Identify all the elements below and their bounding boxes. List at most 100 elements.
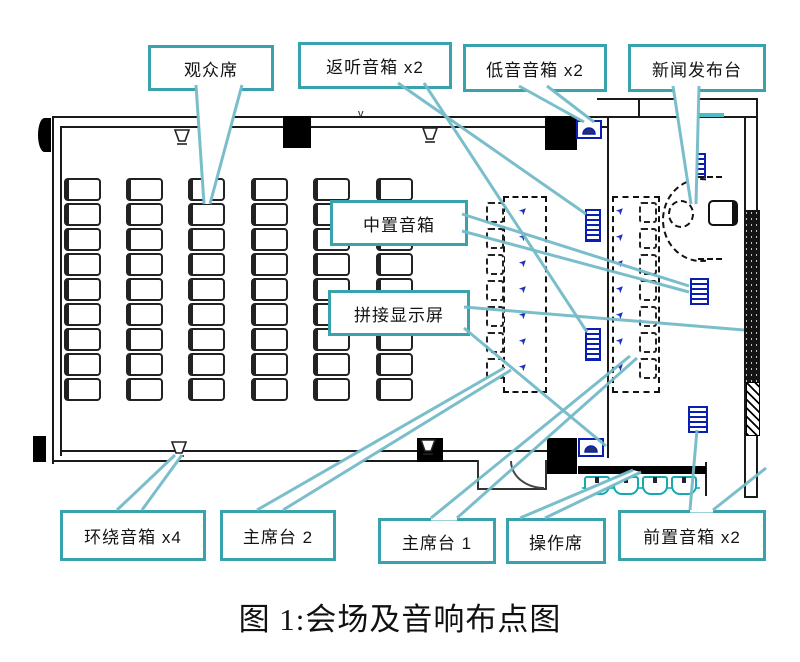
wall-segment — [52, 116, 54, 464]
press-desk-stub — [698, 248, 722, 260]
rostrum-chair — [639, 358, 657, 379]
audience-chair — [251, 228, 288, 251]
audience-chair — [126, 178, 163, 201]
operator-chair — [671, 476, 697, 495]
audience-chair — [313, 178, 350, 201]
audience-chair — [188, 178, 225, 201]
audience-chair — [251, 303, 288, 326]
operator-chair — [584, 476, 610, 495]
wall-speaker-icon — [690, 278, 709, 305]
wall-column — [545, 116, 577, 150]
leader-line-front-speakers — [712, 466, 767, 512]
audience-chair — [126, 228, 163, 251]
operator-chair — [613, 476, 639, 495]
tiled-display-wall — [744, 210, 760, 382]
callout-tiled-display: 拼接显示屏 — [328, 290, 470, 336]
audience-chair — [376, 378, 413, 401]
press-desk-chair — [708, 200, 738, 226]
rostrum-chair — [486, 306, 504, 327]
audience-chair — [251, 378, 288, 401]
surround-speaker-icon — [417, 438, 439, 458]
audience-chair — [64, 203, 101, 226]
audience-chair — [126, 253, 163, 276]
wall-tick-mark: v — [358, 108, 364, 120]
wall-segment — [60, 126, 62, 456]
audience-chair — [188, 253, 225, 276]
rostrum-chair — [639, 254, 657, 275]
rostrum-chair — [639, 332, 657, 353]
callout-audience-seats: 观众席 — [148, 45, 274, 91]
audience-chair — [251, 178, 288, 201]
audience-chair — [251, 253, 288, 276]
audience-chair — [376, 253, 413, 276]
wall-segment — [60, 450, 550, 452]
rostrum-chair — [639, 306, 657, 327]
audience-chair — [64, 328, 101, 351]
wall-column — [283, 116, 311, 148]
callout-monitor-speakers: 返听音箱 x2 — [298, 42, 452, 89]
audience-chair — [126, 203, 163, 226]
callout-surround-speakers: 环绕音箱 x4 — [60, 510, 206, 561]
rostrum-chair — [486, 254, 504, 275]
wall-segment — [597, 98, 758, 100]
audience-chair — [188, 378, 225, 401]
audience-chair — [376, 178, 413, 201]
audience-chair — [376, 353, 413, 376]
rostrum-chair — [639, 280, 657, 301]
wall-segment — [607, 116, 609, 458]
wall-speaker-icon — [687, 153, 706, 178]
wall-speaker-icon — [688, 406, 708, 433]
press-desk-stub — [698, 176, 722, 188]
audience-chair — [126, 378, 163, 401]
audience-chair — [251, 278, 288, 301]
rostrum-chair — [486, 332, 504, 353]
wall-corner-block — [38, 118, 51, 152]
operator-chair — [642, 476, 668, 495]
wall-segment — [744, 496, 758, 498]
rostrum-chair — [486, 202, 504, 223]
wall-segment — [744, 116, 746, 212]
audience-chair — [64, 228, 101, 251]
rostrum-chair — [486, 228, 504, 249]
audience-chair — [188, 353, 225, 376]
audience-chair — [188, 203, 225, 226]
press-desk-inner-arc — [668, 200, 694, 228]
teal-wall-segment — [694, 113, 724, 117]
callout-press-desk: 新闻发布台 — [628, 44, 766, 92]
surround-speaker-icon — [171, 128, 193, 148]
audience-chair — [313, 253, 350, 276]
audience-chair — [64, 303, 101, 326]
rostrum-chair — [486, 358, 504, 379]
audience-chair — [251, 328, 288, 351]
audience-chair — [188, 228, 225, 251]
surround-speaker-icon — [168, 440, 190, 460]
callout-rostrum-1: 主席台 1 — [378, 518, 496, 564]
wall-segment — [638, 98, 640, 118]
audience-chair — [251, 353, 288, 376]
audience-chair — [188, 278, 225, 301]
audience-chair — [64, 253, 101, 276]
audience-chair — [64, 278, 101, 301]
callout-front-speakers: 前置音箱 x2 — [618, 510, 766, 561]
hatched-wall — [746, 382, 760, 436]
audience-chair — [251, 203, 288, 226]
audience-chair — [188, 303, 225, 326]
wall-segment — [60, 126, 608, 128]
audience-chair — [126, 353, 163, 376]
callout-operator-seat: 操作席 — [506, 518, 606, 564]
callout-subwoofers: 低音音箱 x2 — [463, 44, 607, 92]
subwoofer-icon — [576, 120, 602, 139]
wall-segment — [52, 116, 758, 118]
audience-chair — [64, 378, 101, 401]
wall-speaker-icon — [585, 209, 601, 242]
callout-tail-fill — [117, 455, 182, 510]
audience-chair — [64, 353, 101, 376]
rostrum-chair — [486, 280, 504, 301]
audience-chair — [126, 278, 163, 301]
leader-line-surround-speakers — [140, 454, 184, 511]
figure-caption: 图 1:会场及音响布点图 — [238, 602, 562, 637]
wall-segment — [52, 460, 550, 462]
audience-chair — [188, 328, 225, 351]
audience-chair — [64, 178, 101, 201]
